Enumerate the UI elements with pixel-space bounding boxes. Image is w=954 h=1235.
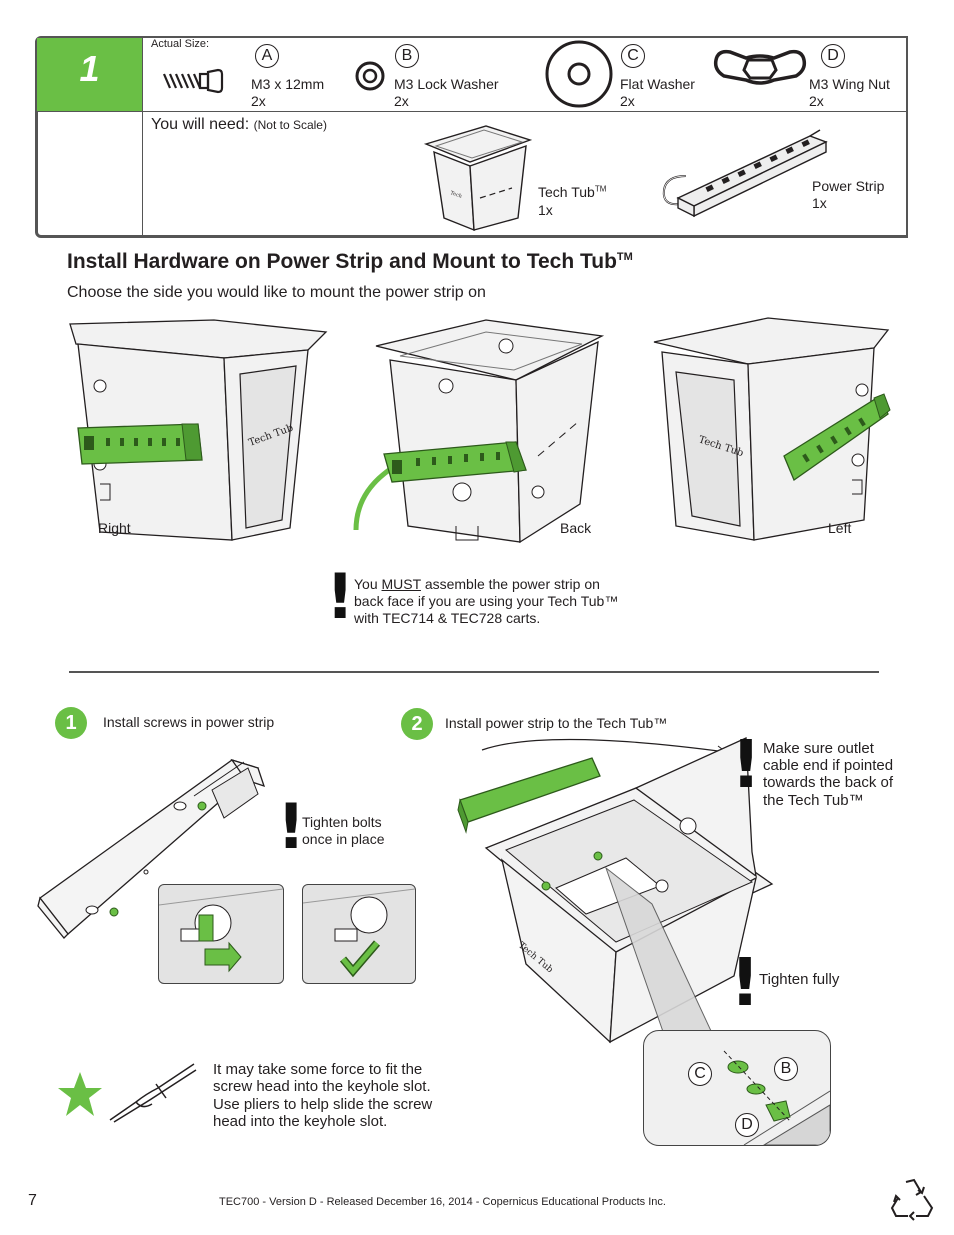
tip-line-1: It may take some force to fit the — [213, 1061, 423, 1078]
screw-icon — [162, 68, 224, 94]
tub-back-view — [353, 319, 605, 544]
green-power-strip-left — [783, 393, 891, 481]
section-subtitle: Choose the side you would like to mount … — [67, 284, 486, 301]
part-d-qty: 2x — [809, 93, 824, 109]
parts-box — [35, 36, 908, 238]
tighten-exclamation-icon: ! — [277, 790, 306, 863]
part-c-qty: 2x — [620, 93, 635, 109]
green-power-strip-step2 — [457, 757, 601, 834]
tip-line-4: head into the keyhole slot. — [213, 1113, 388, 1130]
warning-line-3: with TEC714 & TEC728 carts. — [354, 610, 541, 626]
part-a-letter: A — [255, 44, 279, 68]
footer-text: TEC700 - Version D - Released December 1… — [219, 1196, 666, 1208]
parts-row-divider — [37, 111, 907, 112]
substep-2-label: Install power strip to the Tech Tub™ — [445, 715, 668, 731]
you-will-need-label: You will need: — [151, 116, 250, 133]
tip-line-2: screw head into the keyhole slot. — [213, 1078, 431, 1095]
you-will-need: You will need: (Not to Scale) — [151, 116, 327, 135]
wing-nut-icon — [713, 49, 807, 85]
view-left-label: Left — [828, 520, 852, 536]
power-strip-qty: 1x — [812, 195, 827, 211]
tech-tub-qty: 1x — [538, 202, 553, 218]
part-a-qty: 2x — [251, 93, 266, 109]
part-b-name: M3 Lock Washer — [394, 76, 499, 92]
tech-tub-name: Tech TubTM — [538, 184, 606, 201]
actual-size-label: Actual Size: — [151, 38, 210, 50]
warning-exclamation-icon: ! — [326, 560, 355, 633]
warning-line-1: You MUST assemble the power strip on — [354, 576, 600, 593]
lock-washer-icon — [355, 61, 385, 91]
tub-left-view: Tech Tub — [653, 317, 891, 541]
green-power-strip-back — [383, 441, 527, 483]
tighten-bolts-line-2: once in place — [302, 831, 385, 847]
tub-right-view: Tech Tub — [69, 319, 328, 541]
outlet-line-4: the Tech Tub™ — [763, 792, 864, 809]
detail-letter-d: D — [735, 1113, 759, 1137]
part-b-letter: B — [395, 44, 419, 68]
section-title: Install Hardware on Power Strip and Moun… — [67, 250, 633, 275]
step-badge: 1 — [37, 38, 142, 111]
power-strip-thumbnail — [662, 129, 828, 218]
tighten-fully-label: Tighten fully — [759, 971, 840, 988]
part-c-name: Flat Washer — [620, 76, 695, 92]
parts-left-divider — [142, 38, 143, 237]
tech-tub-tm: TM — [594, 184, 607, 194]
power-strip-screws-illustration — [37, 758, 266, 939]
outlet-line-2: cable end if pointed — [763, 757, 894, 774]
warning-prefix: You — [354, 576, 382, 592]
warning-must: MUST — [381, 576, 421, 592]
tip-line-3: Use pliers to help slide the screw — [213, 1096, 433, 1113]
substep-1-badge: 1 — [55, 707, 87, 739]
substep-2-badge: 2 — [401, 708, 433, 740]
step-number: 1 — [79, 48, 100, 89]
view-right-label: Right — [98, 520, 131, 536]
warning-line-2: back face if you are using your Tech Tub… — [354, 593, 619, 609]
pliers-icon — [109, 1063, 197, 1123]
green-power-strip-right — [77, 423, 203, 465]
flat-washer-icon — [545, 40, 613, 108]
detail-letter-b: B — [774, 1057, 798, 1081]
part-d-name: M3 Wing Nut — [809, 76, 890, 92]
svg-text:Tech: Tech — [449, 190, 463, 200]
part-a-name: M3 x 12mm — [251, 76, 325, 92]
warning-line-1-rest: assemble the power strip on — [420, 576, 600, 592]
tech-tub-thumbnail: Tech — [423, 125, 532, 232]
part-d-letter: D — [821, 44, 845, 68]
keyhole-slide-panel — [158, 884, 284, 984]
detail-letter-c: C — [688, 1062, 712, 1086]
section-divider — [69, 671, 879, 673]
part-b-qty: 2x — [394, 93, 409, 109]
substep-1-label: Install screws in power strip — [103, 714, 275, 730]
tighten-fully-exclamation-icon: ! — [730, 944, 761, 1021]
star-icon — [58, 1072, 102, 1116]
keyhole-done-panel — [302, 884, 416, 984]
outlet-line-3: towards the back of — [763, 774, 894, 791]
outlet-line-1: Make sure outlet — [763, 740, 874, 757]
outlet-exclamation-icon: ! — [731, 726, 762, 803]
tech-tub-name-text: Tech Tub — [538, 184, 595, 200]
power-strip-name: Power Strip — [812, 178, 885, 194]
part-c-letter: C — [621, 44, 645, 68]
section-title-tm: TM — [616, 251, 633, 263]
section-title-text: Install Hardware on Power Strip and Moun… — [67, 250, 617, 273]
page-number: 7 — [28, 1192, 37, 1209]
view-back-label: Back — [560, 520, 592, 536]
not-to-scale-label: (Not to Scale) — [253, 118, 327, 132]
tub-mounting-illustration: Tech Tub — [457, 737, 774, 1047]
recycle-icon — [890, 1178, 934, 1221]
tighten-bolts-line-1: Tighten bolts — [302, 814, 382, 830]
